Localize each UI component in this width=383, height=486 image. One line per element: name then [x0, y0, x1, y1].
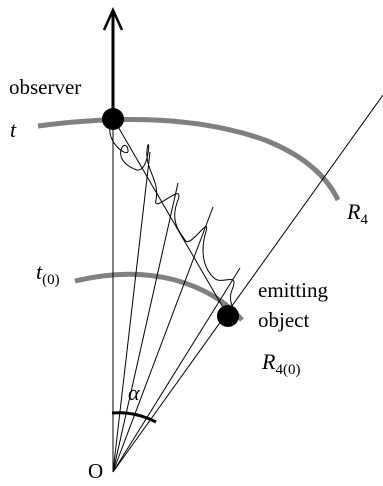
radial-line — [112, 151, 151, 473]
radial-lines — [112, 94, 383, 473]
light-ray-line — [112, 117, 229, 317]
R4-label: R4 — [346, 199, 368, 228]
R40-label: R4(0) — [261, 349, 300, 378]
up-arrow-icon — [102, 6, 124, 118]
radial-line — [112, 206, 214, 473]
origin-label: O — [88, 459, 103, 483]
observer-label: observer — [9, 75, 81, 99]
radial-line — [112, 267, 241, 473]
t-label: t — [10, 117, 17, 142]
radial-line — [112, 94, 383, 473]
object-label: object — [258, 308, 309, 332]
arc-t0 — [74, 271, 244, 322]
arc-t — [37, 117, 341, 202]
photon-wave — [109, 117, 235, 317]
emitting-object-dot — [217, 305, 239, 327]
emitting-label: emitting — [258, 278, 328, 302]
t0-label: t(0) — [36, 259, 60, 288]
radial-line — [112, 182, 179, 473]
observer-dot — [102, 108, 124, 130]
alpha-label: α — [128, 380, 140, 405]
